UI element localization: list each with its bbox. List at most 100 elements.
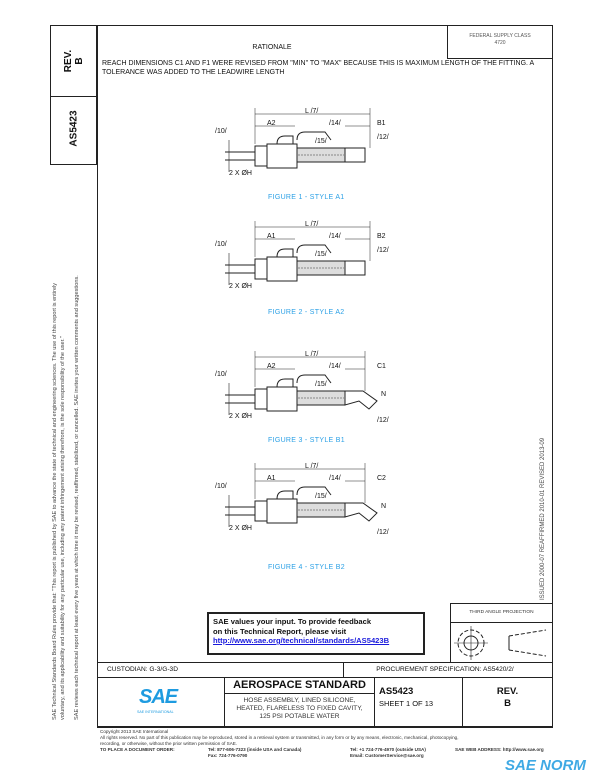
callout-15: /15/ bbox=[315, 251, 327, 258]
figure-2 bbox=[225, 213, 425, 318]
procurement-specification: PROCUREMENT SPECIFICATION: AS5420/2/ bbox=[376, 666, 514, 673]
rationale-heading: RATIONALE bbox=[252, 44, 292, 51]
custodian: CUSTODIAN: G-3/G-3D bbox=[97, 663, 344, 677]
title-block-bottom-border bbox=[225, 727, 553, 728]
figure-caption: FIGURE 2 - STYLE A2 bbox=[268, 309, 345, 316]
doc-number: AS5423 bbox=[379, 686, 414, 697]
callout-12: /12/ bbox=[377, 417, 389, 424]
sae-logo-mark: SAE bbox=[139, 686, 178, 708]
revision-value: B bbox=[504, 698, 511, 709]
rationale-text: REACH DIMENSIONS C1 AND F1 WERE REVISED … bbox=[102, 60, 534, 76]
rights-line-1: All rights reserved. No part of this pub… bbox=[100, 735, 459, 740]
callout-10: /10/ bbox=[215, 241, 227, 248]
figure-3 bbox=[225, 343, 425, 448]
dimension-a-label: A1 bbox=[267, 233, 276, 240]
callout-12: /12/ bbox=[377, 247, 389, 254]
logo-block-bottom-border bbox=[97, 727, 225, 728]
phone-usa: Tel: 877-606-7323 (inside USA and Canada… bbox=[208, 747, 302, 752]
third-angle-projection-box: THIRD ANGLE PROJECTION bbox=[450, 603, 553, 663]
aerospace-standard-heading: AEROSPACE STANDARD bbox=[225, 678, 374, 694]
callout-14: /14/ bbox=[329, 120, 341, 127]
dimension-a-label: A1 bbox=[267, 475, 276, 482]
figure-4 bbox=[225, 455, 425, 560]
diameter-h-label: 2 X ØH bbox=[229, 525, 252, 532]
side-divider bbox=[51, 96, 96, 97]
web-address[interactable]: SAE WEB ADDRESS: http://www.sae.org bbox=[455, 747, 544, 752]
feedback-line-2: on this Technical Report, please visit bbox=[213, 626, 347, 636]
side-doc-number: AS5423 bbox=[68, 110, 80, 147]
fax: Fax: 724-776-0790 bbox=[208, 753, 248, 758]
frame-right-border bbox=[552, 25, 553, 727]
callout-15: /15/ bbox=[315, 138, 327, 145]
disclaimer-line-3: SAE reviews each technical report at lea… bbox=[74, 275, 80, 720]
callout-14: /14/ bbox=[329, 363, 341, 370]
feedback-link[interactable]: http://www.sae.org/technical/standards/A… bbox=[213, 636, 390, 645]
title-line: HEATED, FLARELESS TO FIXED CAVITY, bbox=[236, 705, 363, 712]
dimension-b-label: B1 bbox=[377, 120, 386, 127]
side-revision-value: B bbox=[74, 57, 85, 65]
callout-14: /14/ bbox=[329, 233, 341, 240]
hose-assembly-drawing bbox=[225, 108, 371, 172]
copyright: Copyright 2013 SAE International bbox=[100, 729, 169, 734]
dimension-length-label: L /7/ bbox=[305, 351, 319, 358]
hose-assembly-drawing bbox=[225, 351, 378, 415]
dimension-b-label: C1 bbox=[377, 363, 386, 370]
callout-15: /15/ bbox=[315, 381, 327, 388]
dimension-length-label: L /7/ bbox=[305, 108, 319, 115]
sae-logo: SAE SAE INTERNATIONAL bbox=[97, 678, 225, 727]
disclaimer-line-1: SAE Technical Standards Board Rules prov… bbox=[52, 282, 58, 720]
disclaimer-line-2: voluntary, and its applicability and sui… bbox=[60, 336, 66, 720]
callout-15: /15/ bbox=[315, 493, 327, 500]
callout-10: /10/ bbox=[215, 128, 227, 135]
diameter-h-label: 2 X ØH bbox=[229, 170, 252, 177]
callout-14: /14/ bbox=[329, 475, 341, 482]
copyright-footer: Copyright 2013 SAE International All rig… bbox=[100, 729, 560, 759]
callout-12: /12/ bbox=[377, 529, 389, 536]
email[interactable]: Email: CustomerService@sae.org bbox=[350, 753, 424, 758]
dimension-a-label: A2 bbox=[267, 363, 276, 370]
phone-international: Tel: +1 724-776-4970 (outside USA) bbox=[350, 747, 426, 752]
revision-history: ISSUED 2000-07 REAFFIRMED 2010-01 REVISE… bbox=[540, 437, 546, 600]
hose-assembly-drawing bbox=[225, 221, 371, 285]
title-line: HOSE ASSEMBLY, LINED SILICONE, bbox=[243, 697, 356, 704]
sae-logo-text: SAE INTERNATIONAL bbox=[137, 710, 174, 714]
dimension-length-label: L /7/ bbox=[305, 221, 319, 228]
callout-10: /10/ bbox=[215, 371, 227, 378]
side-revision-label: REV. bbox=[63, 49, 74, 73]
watermark-logo: SAE NORM bbox=[505, 757, 586, 774]
diameter-h-label: 2 X ØH bbox=[229, 413, 252, 420]
order-label: TO PLACE A DOCUMENT ORDER: bbox=[100, 747, 175, 752]
dimension-a-label: A2 bbox=[267, 120, 276, 127]
doc-number-block: AS5423 SHEET 1 OF 13 bbox=[375, 678, 463, 727]
fsc-value: 4720 bbox=[494, 40, 506, 46]
revision-block: REV.B bbox=[463, 678, 553, 727]
callout-12: /12/ bbox=[377, 134, 389, 141]
projection-symbol-icon bbox=[454, 626, 547, 660]
sheet-number: SHEET 1 OF 13 bbox=[379, 699, 434, 708]
fsc-label: FEDERAL SUPPLY CLASS bbox=[469, 33, 531, 39]
figure-1 bbox=[225, 100, 425, 205]
document-title: HOSE ASSEMBLY, LINED SILICONE, HEATED, F… bbox=[225, 694, 374, 721]
revision-label: REV. bbox=[496, 686, 519, 697]
side-title-column: REV.B AS5423 bbox=[50, 25, 97, 165]
dimension-b-label: B2 bbox=[377, 233, 386, 240]
custodian-row: CUSTODIAN: G-3/G-3D PROCUREMENT SPECIFIC… bbox=[97, 662, 553, 678]
dimension-n-label: N bbox=[381, 391, 387, 398]
dimension-b-label: C2 bbox=[377, 475, 386, 482]
rights-line-2: recording, or otherwise, without the pri… bbox=[100, 741, 238, 746]
dimension-n-label: N bbox=[381, 503, 387, 510]
figure-caption: FIGURE 4 - STYLE B2 bbox=[268, 564, 345, 571]
hose-assembly-drawing bbox=[225, 463, 378, 527]
drawing-frame bbox=[97, 25, 552, 727]
diameter-h-label: 2 X ØH bbox=[229, 283, 252, 290]
feedback-line-1: SAE values your input. To provide feedba… bbox=[213, 617, 372, 626]
feedback-box: SAE values your input. To provide feedba… bbox=[207, 612, 425, 655]
side-revision: REV.B bbox=[63, 28, 85, 94]
figure-caption: FIGURE 1 - STYLE A1 bbox=[268, 194, 345, 201]
figure-caption: FIGURE 3 - STYLE B1 bbox=[268, 437, 345, 444]
callout-10: /10/ bbox=[215, 483, 227, 490]
third-angle-label: THIRD ANGLE PROJECTION bbox=[451, 604, 552, 623]
title-block: AEROSPACE STANDARD HOSE ASSEMBLY, LINED … bbox=[225, 678, 375, 727]
